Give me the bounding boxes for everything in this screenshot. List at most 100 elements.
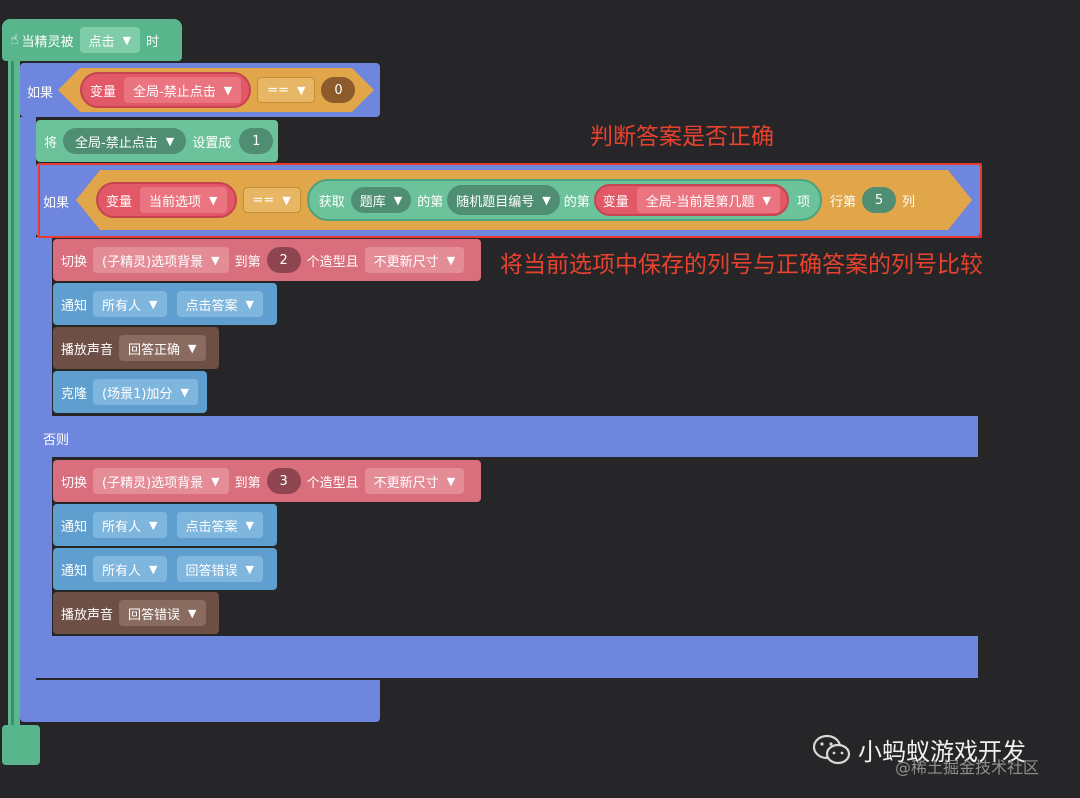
if2-question-variable-reporter[interactable]: 变量 全局-当前是第几题▼ [593, 184, 789, 216]
switch-label: 切换 [61, 475, 88, 491]
switch-sprite-dropdown[interactable]: (子精灵)选项背景▼ [93, 247, 229, 273]
if1-condition: 变量 全局-禁止点击▼ ==▼ 0 [80, 72, 356, 108]
if1-var-label: 变量 [90, 84, 117, 100]
chevron-down-icon: ▼ [245, 297, 254, 311]
if1-label: 如果 [27, 86, 54, 101]
if2-label: 如果 [43, 196, 70, 211]
hat-label-post: 时 [146, 34, 160, 50]
chevron-down-icon: ▼ [282, 193, 291, 207]
then-play-sound-block[interactable]: 播放声音 回答正确▼ [53, 327, 219, 369]
random-question-dropdown[interactable]: 随机题目编号▼ [447, 185, 560, 215]
notify-target-dropdown[interactable]: 所有人▼ [93, 556, 167, 582]
switch-tail-label: 个造型且 [306, 254, 359, 270]
else-notify-block-1[interactable]: 通知 所有人▼ 点击答案▼ [53, 504, 277, 546]
switch-tail-label: 个造型且 [306, 475, 359, 491]
if2-block-rail-then [36, 237, 52, 417]
watermark-sub: @稀土掘金技术社区 [895, 758, 1040, 777]
annotation-title: 判断答案是否正确 [590, 124, 774, 150]
chevron-down-icon: ▼ [149, 518, 158, 532]
then-switch-costume-block[interactable]: 切换 (子精灵)选项背景▼ 到第 2 个造型且 不更新尺寸▼ [53, 239, 481, 281]
switch-costume-input[interactable]: 3 [266, 468, 301, 494]
event-spine [8, 58, 20, 738]
bank-dropdown[interactable]: 题库▼ [350, 187, 412, 213]
notify-label: 通知 [61, 563, 88, 579]
clone-label: 克隆 [61, 386, 88, 402]
then-notify-block[interactable]: 通知 所有人▼ 点击答案▼ [53, 283, 277, 325]
chevron-down-icon: ▼ [245, 518, 254, 532]
hat-block-on-click[interactable]: ☝ 当精灵被 点击▼ 时 [2, 19, 182, 61]
chevron-down-icon: ▼ [542, 193, 551, 207]
of-label-1: 的第 [417, 194, 444, 210]
set-label: 将 [44, 135, 58, 151]
watermark-brand: 小蚂蚁游戏开发 [858, 738, 1026, 766]
notify-target-dropdown[interactable]: 所有人▼ [93, 291, 167, 317]
if2-condition: 变量 当前选项▼ ==▼ 获取 题库▼ 的第 随机题目编号▼ 的第 变量 全局-… [96, 179, 915, 221]
if1-block-rail [20, 117, 36, 682]
column-value-input[interactable]: 5 [862, 187, 896, 213]
sound-dropdown[interactable]: 回答错误▼ [119, 600, 206, 626]
else-label: 否则 [43, 433, 70, 448]
if1-variable-reporter[interactable]: 变量 全局-禁止点击▼ [80, 72, 252, 108]
clone-target-dropdown[interactable]: (场景1)加分▼ [93, 379, 198, 405]
hat-event-dropdown[interactable]: 点击▼ [79, 27, 141, 53]
chevron-down-icon: ▼ [149, 297, 158, 311]
if2-var-dropdown[interactable]: 当前选项▼ [140, 187, 227, 213]
hand-pointer-icon: ☝ [10, 32, 19, 48]
if2-operator-dropdown[interactable]: ==▼ [242, 187, 301, 213]
chevron-down-icon: ▼ [211, 253, 220, 267]
set-var-dropdown[interactable]: 全局-禁止点击▼ [63, 128, 187, 154]
else-switch-costume-block[interactable]: 切换 (子精灵)选项背景▼ 到第 3 个造型且 不更新尺寸▼ [53, 460, 481, 502]
switch-sprite-dropdown[interactable]: (子精灵)选项背景▼ [93, 468, 229, 494]
chevron-down-icon: ▼ [180, 385, 189, 399]
set-variable-block[interactable]: 将 全局-禁止点击▼ 设置成 1 [36, 120, 278, 162]
sound-dropdown[interactable]: 回答正确▼ [119, 335, 206, 361]
chevron-down-icon: ▼ [188, 606, 197, 620]
notify-label: 通知 [61, 298, 88, 314]
if1-var-dropdown[interactable]: 全局-禁止点击▼ [124, 77, 242, 103]
notify-label: 通知 [61, 519, 88, 535]
question-var-dropdown[interactable]: 全局-当前是第几题▼ [636, 187, 780, 213]
else-notify-block-2[interactable]: 通知 所有人▼ 回答错误▼ [53, 548, 277, 590]
sound-label: 播放声音 [61, 607, 114, 623]
event-end-cap [2, 725, 40, 765]
then-clone-block[interactable]: 克隆 (场景1)加分▼ [53, 371, 207, 413]
switch-to-label: 到第 [234, 475, 261, 491]
get-table-cell-reporter[interactable]: 获取 题库▼ 的第 随机题目编号▼ 的第 变量 全局-当前是第几题▼ 项 [306, 179, 822, 221]
if1-value-input[interactable]: 0 [321, 77, 356, 103]
notify-message-dropdown[interactable]: 回答错误▼ [176, 556, 263, 582]
chevron-down-icon: ▼ [188, 341, 197, 355]
if2-variable-reporter[interactable]: 变量 当前选项▼ [96, 182, 237, 218]
chevron-down-icon: ▼ [296, 83, 306, 97]
chevron-down-icon: ▼ [245, 562, 254, 576]
if2-var-label: 变量 [106, 194, 133, 210]
switch-to-label: 到第 [234, 254, 261, 270]
if1-operator-dropdown[interactable]: ==▼ [257, 77, 316, 103]
chevron-down-icon: ▼ [223, 83, 233, 97]
item-label: 项 [796, 194, 810, 210]
set-to-label: 设置成 [192, 135, 232, 151]
chevron-down-icon: ▼ [149, 562, 158, 576]
chevron-down-icon: ▼ [446, 253, 456, 267]
get-label: 获取 [318, 194, 345, 210]
chevron-down-icon: ▼ [446, 474, 456, 488]
switch-resize-dropdown[interactable]: 不更新尺寸▼ [364, 247, 465, 273]
highlight-box [38, 163, 982, 238]
event-spine-line [11, 58, 14, 738]
var2-label: 变量 [602, 194, 629, 210]
switch-resize-dropdown[interactable]: 不更新尺寸▼ [364, 468, 465, 494]
notify-target-dropdown[interactable]: 所有人▼ [93, 512, 167, 538]
else-play-sound-block[interactable]: 播放声音 回答错误▼ [53, 592, 219, 634]
if2-else-bar [36, 416, 978, 457]
chevron-down-icon: ▼ [762, 193, 771, 207]
switch-costume-input[interactable]: 2 [266, 247, 301, 273]
if1-block-footer [20, 680, 380, 722]
chevron-down-icon: ▼ [393, 193, 403, 207]
annotation-note: 将当前选项中保存的列号与正确答案的列号比较 [500, 252, 983, 278]
chevron-down-icon: ▼ [122, 33, 132, 47]
wechat-icon [812, 734, 851, 764]
set-value-input[interactable]: 1 [239, 128, 274, 154]
switch-label: 切换 [61, 254, 88, 270]
sound-label: 播放声音 [61, 342, 114, 358]
notify-message-dropdown[interactable]: 点击答案▼ [176, 512, 263, 538]
notify-message-dropdown[interactable]: 点击答案▼ [176, 291, 263, 317]
